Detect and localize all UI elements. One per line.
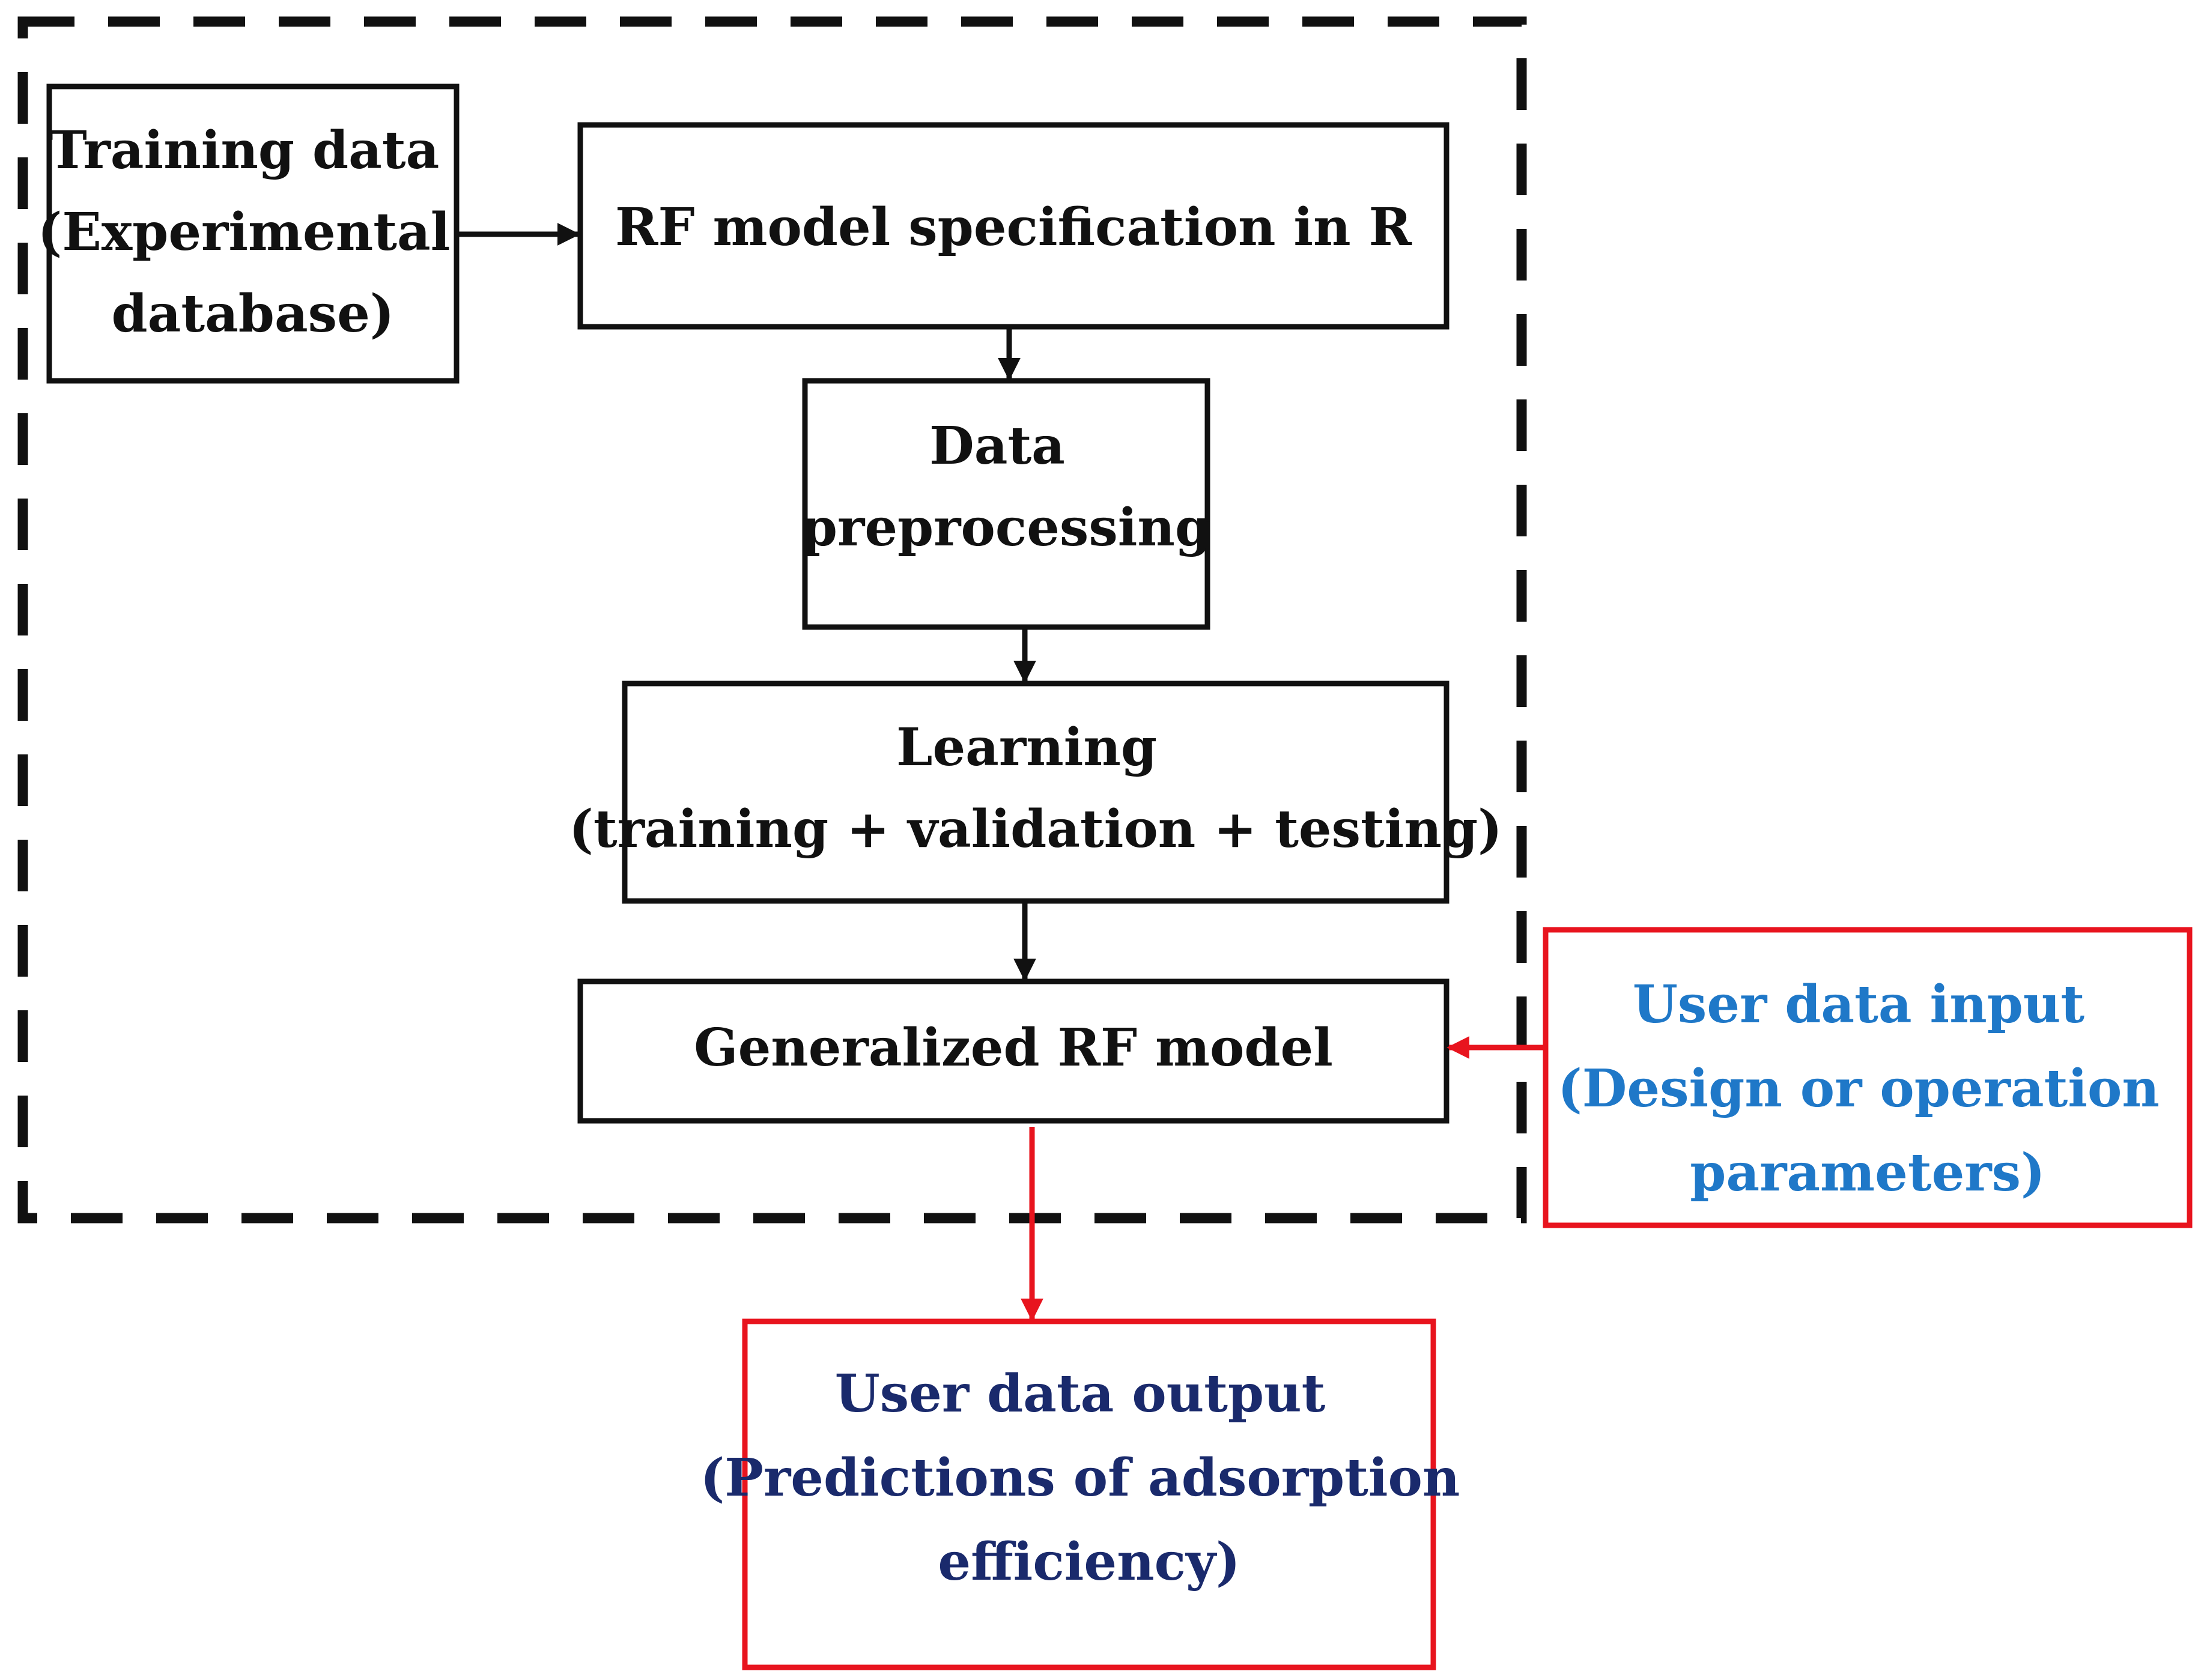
rf-spec-box <box>577 122 1450 330</box>
learning-line-2: (training + validation + testing) <box>569 799 1502 860</box>
svg-text:User data input (Design or: User data input (Design or operation par… <box>1558 974 2178 1203</box>
svg-text:Data preprocessing: Data preprocessing <box>801 416 1211 558</box>
user-input-line-2: (Design or operation <box>1558 1058 2160 1119</box>
user-input-line-3: parameters) <box>1690 1142 2045 1203</box>
generalized-model-label: Generalized RF model <box>694 1017 1333 1078</box>
user-output-line-3: efficiency) <box>938 1532 1240 1592</box>
svg-text:Learning (training + valid: Learning (training + validation + testin… <box>569 717 1502 860</box>
model-boundary-dashed <box>17 16 1527 1224</box>
learning-box <box>622 681 1450 904</box>
learning-line-1: Learning <box>896 717 1157 778</box>
user-input-box <box>1543 927 2193 1228</box>
preprocessing-line-2: preprocessing <box>801 497 1211 558</box>
user-output-line-2: (Predictions of adsorption <box>700 1448 1460 1508</box>
svg-text:Training data (Experimenta: Training data (Experimental database) <box>38 120 469 344</box>
svg-text:Generalized RF model: Generalized RF model <box>694 1017 1333 1078</box>
rf-spec-label: RF model specification in R <box>615 197 1412 258</box>
training-data-line-1: Training data <box>49 120 440 181</box>
user-output-line-1: User data output <box>835 1363 1326 1424</box>
generalized-model-box <box>577 978 1450 1124</box>
training-data-line-2: (Experimental <box>38 202 451 262</box>
user-output-box <box>742 1318 1436 1670</box>
svg-text:RF model specification in R: RF model specification in R <box>615 197 1412 258</box>
svg-text:User data output (Predicti: User data output (Predictions of adsorpt… <box>700 1363 1478 1592</box>
training-data-line-3: database) <box>112 284 395 344</box>
user-input-line-1: User data input <box>1633 974 2084 1035</box>
preprocessing-line-1: Data <box>929 416 1065 476</box>
preprocessing-box <box>802 378 1210 630</box>
